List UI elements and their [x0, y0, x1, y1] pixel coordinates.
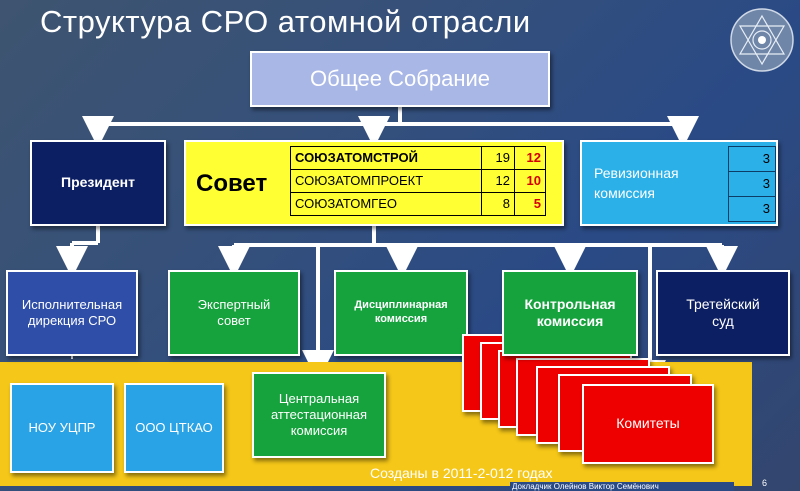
- atom-logo-icon: [730, 8, 794, 72]
- control-commission-box: Контрольная комиссия: [502, 270, 638, 356]
- page-number: 6: [762, 478, 768, 488]
- expert-council-box: Экспертный совет: [168, 270, 300, 356]
- revision-label-line2: комиссия: [594, 184, 655, 201]
- council-row: СОЮЗАТОМСТРОЙ 19 12: [290, 146, 546, 170]
- council-label: Совет: [196, 170, 268, 197]
- created-note: Созданы в 2011-2-012 годах: [370, 465, 553, 481]
- attest-line1: Центральная: [278, 390, 360, 406]
- council-seats: 19: [481, 146, 515, 170]
- committees-box: Комитеты: [582, 384, 714, 464]
- council-seats-red: 10: [514, 169, 546, 193]
- council-member-name: СОЮЗАТОМГЕО: [290, 192, 482, 216]
- expert-line1: Экспертный: [197, 296, 271, 312]
- revision-label-line1: Ревизионная: [594, 165, 679, 181]
- exec-line2: дирекция СРО: [27, 313, 117, 328]
- council-seats-red: 12: [514, 146, 546, 170]
- discipline-line2: комиссия: [374, 313, 428, 325]
- revision-value: 3: [728, 196, 776, 222]
- council-member-name: СОЮЗАТОМПРОЕКТ: [290, 169, 482, 193]
- ooo-ctkao-box: ООО ЦТКАО: [124, 383, 224, 473]
- attestation-commission-box: Центральная аттестационная комиссия: [252, 372, 386, 458]
- reporter-footer: Докладчик Олейнов Виктор Семёнович: [510, 482, 734, 491]
- arbitration-line2: суд: [712, 313, 734, 329]
- council-member-name: СОЮЗАТОМСТРОЙ: [290, 146, 482, 170]
- revision-commission-label: Ревизионная комиссия: [594, 164, 679, 203]
- nou-uzpr-box: НОУ УЦПР: [10, 383, 114, 473]
- council-table: СОЮЗАТОМСТРОЙ 19 12 СОЮЗАТОМПРОЕКТ 12 10…: [290, 146, 546, 216]
- disciplinary-commission-box: Дисциплинарная комиссия: [334, 270, 468, 356]
- revision-table: 3 3 3: [728, 146, 776, 222]
- control-line1: Контрольная: [524, 295, 616, 312]
- expert-line2: совет: [217, 313, 251, 328]
- revision-value: 3: [728, 171, 776, 197]
- attest-line2: аттестационная: [270, 406, 368, 422]
- general-assembly-box: Общее Собрание: [250, 51, 550, 107]
- discipline-line1: Дисциплинарная: [354, 299, 448, 312]
- revision-value: 3: [728, 146, 776, 172]
- council-seats: 8: [481, 192, 515, 216]
- president-box: Президент: [30, 140, 166, 226]
- arbitration-line1: Третейский: [686, 295, 760, 312]
- revision-commission-box: Ревизионная комиссия 3 3 3: [580, 140, 778, 226]
- attest-line3: комиссия: [290, 423, 348, 439]
- council-row: СОЮЗАТОМПРОЕКТ 12 10: [290, 169, 546, 193]
- council-row: СОЮЗАТОМГЕО 8 5: [290, 192, 546, 216]
- council-seats: 12: [481, 169, 515, 193]
- arbitration-court-box: Третейский суд: [656, 270, 790, 356]
- exec-line1: Исполнительная: [21, 296, 123, 312]
- council-box: Совет СОЮЗАТОМСТРОЙ 19 12 СОЮЗАТОМПРОЕКТ…: [184, 140, 564, 226]
- exec-directorate-box: Исполнительная дирекция СРО: [6, 270, 138, 356]
- control-line2: комиссия: [536, 313, 604, 329]
- slide-title: Структура СРО атомной отрасли: [40, 4, 531, 39]
- council-seats-red: 5: [514, 192, 546, 216]
